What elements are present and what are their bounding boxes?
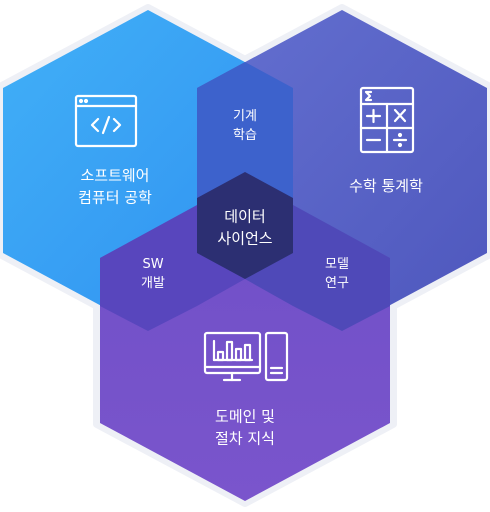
label-ml-line1: 기계 (233, 109, 257, 125)
label-software-line2: 컴퓨터 공학 (78, 188, 152, 206)
label-model-research: 모델 연구 (325, 256, 349, 294)
label-machine-learning: 기계 학습 (233, 108, 257, 146)
label-center-line2: 사이언스 (217, 229, 273, 247)
label-center-line1: 데이터 (224, 207, 266, 226)
desktop-chart-icon (203, 331, 289, 382)
label-software-line1: 소프트웨어 (80, 166, 150, 185)
center-hexagon (197, 172, 293, 279)
label-swdev-line2: 개발 (141, 276, 165, 291)
label-domain: 도메인 및 절차 지식 (215, 406, 275, 450)
label-data-science: 데이터 사이언스 (217, 206, 272, 250)
label-swdev-line1: SW (142, 257, 164, 273)
calculator-icon (359, 86, 415, 154)
label-domain-line1: 도메인 및 (215, 407, 275, 426)
label-software: 소프트웨어 컴퓨터 공학 (78, 165, 152, 209)
label-domain-line2: 절차 지식 (215, 429, 275, 447)
label-model-line1: 모델 (325, 257, 349, 273)
code-window-icon (74, 94, 138, 148)
label-model-line2: 연구 (325, 276, 349, 291)
label-ml-line2: 학습 (233, 128, 257, 143)
label-math-line1: 수학 통계학 (349, 177, 423, 196)
label-math: 수학 통계학 (349, 176, 423, 198)
label-sw-development: SW 개발 (141, 256, 165, 294)
